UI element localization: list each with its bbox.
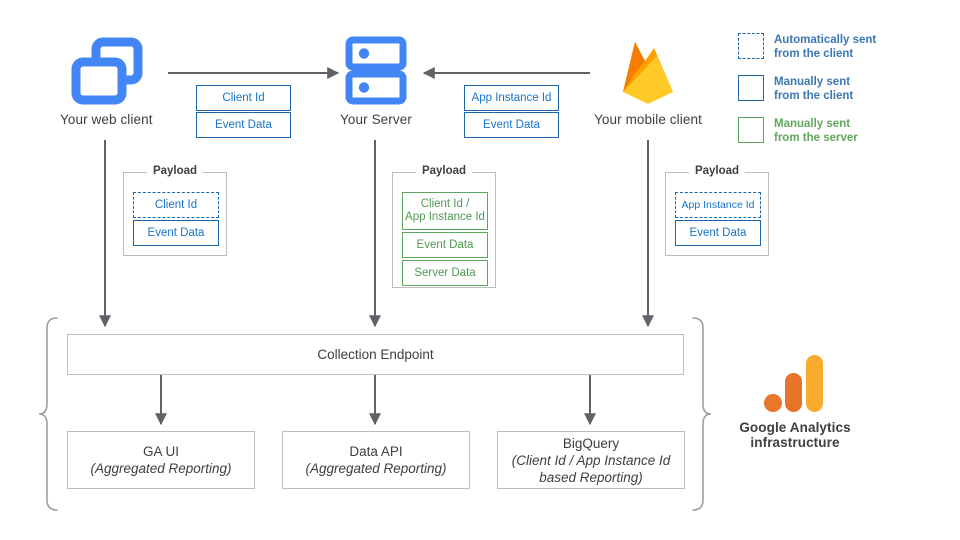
mobile-client-label: Your mobile client [594,112,702,127]
infrastructure-bracket-right [692,317,712,511]
server-label: Your Server [340,112,412,127]
mobile-client-node: Your mobile client [586,34,710,142]
legend-label-2-line1: Manually sent [774,118,851,130]
transfer-chip-web-client-id: Client Id [196,85,291,111]
legend-item-automatic-client: Automatically sent from the client [738,33,876,61]
legend-item-manual-client: Manually sent from the client [738,75,853,103]
legend-label-2-line2: from the server [774,132,858,144]
payload-chip-line1: Client Id / [420,198,470,210]
bigquery-subtitle-line2: based Reporting) [539,469,643,485]
legend-label-1-line2: from the client [774,90,854,102]
infrastructure-bracket-left [38,317,58,511]
payload-chip-client-or-app-instance-id: Client Id / App Instance Id [402,192,488,230]
payload-legend-web: Payload [146,165,204,177]
payload-chip-server-data: Server Data [402,260,488,286]
server-node: Your Server [330,34,422,142]
payload-chip-event-data-mobile: Event Data [675,220,761,246]
legend-label-0-line1: Automatically sent [774,34,877,46]
payload-legend-mobile: Payload [688,165,746,177]
legend-swatch-solid-green-icon [738,117,764,143]
payload-group-mobile-client: Payload App Instance Id Event Data [665,165,769,256]
bigquery-subtitle-line1: (Client Id / App Instance Id [511,452,671,468]
output-box-data-api[interactable]: Data API (Aggregated Reporting) [282,431,470,489]
collection-endpoint-box[interactable]: Collection Endpoint [67,334,684,375]
transfer-chip-web-event-data: Event Data [196,112,291,138]
transfer-chip-mobile-app-instance-id: App Instance Id [464,85,559,111]
payload-chip-line2: App Instance Id [405,211,485,223]
ga-infrastructure-node: Google Analytics infrastructure [700,355,890,465]
ga-ui-subtitle: (Aggregated Reporting) [90,461,232,476]
payload-chip-app-instance-id: App Instance Id [675,192,761,218]
ga-infrastructure-label-line1: Google Analytics [739,420,851,435]
transfer-chip-mobile-event-data: Event Data [464,112,559,138]
server-rack-icon [345,36,407,105]
collection-endpoint-label: Collection Endpoint [317,347,434,362]
output-box-bigquery[interactable]: BigQuery (Client Id / App Instance Id ba… [497,431,685,489]
browser-windows-icon [71,37,143,105]
google-analytics-icon [764,355,823,412]
ga-infrastructure-label-line2: infrastructure [750,435,840,450]
payload-chip-event-data: Event Data [133,220,219,246]
data-api-subtitle: (Aggregated Reporting) [305,461,447,476]
bigquery-title: BigQuery [562,435,620,451]
ga-ui-title: GA UI [142,444,179,459]
legend-swatch-solid-blue-icon [738,75,764,101]
legend-label-0-line2: from the client [774,48,854,60]
firebase-flame-icon [623,42,673,104]
legend-swatch-dashed-blue-icon [738,33,764,59]
payload-chip-client-id: Client Id [133,192,219,218]
payload-legend-server: Payload [415,165,473,177]
payload-group-server: Payload Client Id / App Instance Id Even… [392,165,496,288]
legend-label-1-line1: Manually sent [774,76,851,88]
web-client-node: Your web client [60,34,152,142]
payload-chip-event-data-server: Event Data [402,232,488,258]
legend: Automatically sent from the client Manua… [738,33,953,145]
output-box-ga-ui[interactable]: GA UI (Aggregated Reporting) [67,431,255,489]
payload-group-web-client: Payload Client Id Event Data [123,165,227,256]
web-client-label: Your web client [60,112,153,127]
data-api-title: Data API [349,444,403,459]
legend-item-manual-server: Manually sent from the server [738,117,858,145]
